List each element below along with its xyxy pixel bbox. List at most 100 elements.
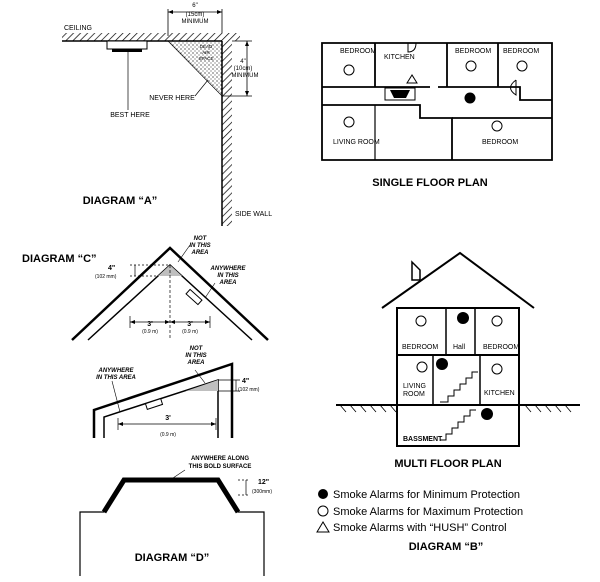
legend-max-label: Smoke Alarms for Maximum Protection (333, 506, 523, 518)
lower-stairs (440, 409, 476, 441)
c-not-2-a: NOT (190, 346, 204, 352)
dead-air-1: DEAD (200, 44, 213, 49)
c-not-2-c: AREA (186, 360, 204, 366)
dim-side-2: (10cm) (234, 66, 253, 72)
ceiling-label: CEILING (64, 25, 92, 32)
mf-alarm-max-3 (416, 361, 428, 373)
smoke-alarm-base (112, 49, 142, 52)
c-any-2-b: IN THIS AREA (96, 375, 136, 381)
mf-room-bedroom-1: BEDROOM (402, 344, 438, 351)
sf-alarm-max-2 (465, 60, 477, 72)
slope-shaded-zone (186, 380, 218, 391)
d-anywhere-b: THIS BOLD SURFACE (189, 464, 252, 470)
upper-stairs (440, 371, 478, 403)
diagram-c: DIAGRAM “C” 4" (102 mm) NOT IN THIS AREA… (22, 236, 269, 438)
c-dim4-2-a: 4" (242, 378, 249, 385)
c-any-1-b: IN THIS (217, 273, 238, 279)
mf-room-bedroom-2: BEDROOM (483, 344, 519, 351)
c-dim3-r-b: (0.9 m) (182, 329, 198, 335)
c-not-1-b: IN THIS (189, 243, 210, 249)
sf-alarm-max-3 (516, 60, 528, 72)
d-bold-surface (101, 477, 241, 514)
sf-room-living: LIVING ROOM (333, 139, 380, 146)
sf-alarm-max-5 (491, 120, 503, 132)
legend-hush-icon (316, 521, 330, 533)
mf-alarm-min-3 (481, 408, 493, 420)
sf-alarm-hush (406, 74, 418, 84)
sf-alarm-max-4 (343, 116, 355, 128)
single-floor-plan: BEDROOM KITCHEN BEDROOM BEDROOM LIVING R… (321, 42, 553, 189)
dead-air-2: AIR (202, 50, 210, 55)
mf-alarm-min-2 (436, 358, 448, 370)
d-dim-b: (300mm) (252, 489, 272, 495)
peak-roof-outer (71, 246, 269, 341)
diagram-d: 12" (300mm) ANYWHERE ALONG THIS BOLD SUR… (79, 456, 272, 576)
mf-alarm-max-4 (491, 363, 503, 375)
legend: Smoke Alarms for Minimum Protection Smok… (316, 489, 523, 553)
c-not-2-b: IN THIS (185, 353, 206, 359)
dim-top-1: 6" (192, 3, 197, 9)
smoke-alarm-ceiling (106, 40, 148, 50)
diagram-d-title: DIAGRAM “D” (135, 552, 210, 564)
c-alarm-1 (185, 288, 203, 306)
sf-alarm-min (464, 92, 476, 104)
mf-alarm-max-2 (491, 315, 503, 327)
mf-room-hall: Hall (453, 344, 466, 351)
ceiling-hatch (62, 33, 240, 41)
dim-top-3: MINIMUM (182, 19, 209, 25)
multi-floor-title: MULTI FLOOR PLAN (394, 458, 501, 470)
legend-min-icon (318, 489, 328, 499)
chimney (411, 260, 421, 281)
slope-outer (92, 362, 234, 438)
dead-air-3: SPACE (199, 56, 214, 61)
sf-room-bedroom-4: BEDROOM (482, 139, 518, 146)
mf-room-living-a: LIVING (403, 383, 426, 390)
diagram-b-title: DIAGRAM “B” (409, 541, 484, 553)
c-not-1-a: NOT (194, 236, 208, 242)
c-any-1-a: ANYWHERE (209, 266, 246, 272)
c-dim3-b-b: (0.9 m) (160, 432, 176, 438)
house-body (396, 307, 520, 447)
mf-room-basement: BASSMENT (403, 436, 443, 443)
legend-hush-label: Smoke Alarms with “HUSH” Control (333, 522, 507, 534)
mf-alarm-max-1 (415, 315, 427, 327)
c-dim4-1-a: 4" (108, 265, 115, 272)
c-alarm-2 (144, 398, 164, 410)
ground-hatch (339, 404, 572, 413)
single-floor-title: SINGLE FLOOR PLAN (372, 177, 488, 189)
dim-side-3: MINIMUM (232, 73, 259, 79)
c-any-2-a: ANYWHERE (97, 368, 134, 374)
multi-floor-plan: BEDROOM Hall BEDROOM LIVING ROOM KITCHEN… (336, 251, 580, 470)
c-dim3-l-a: 3' (147, 321, 153, 328)
best-here-label: BEST HERE (110, 112, 150, 119)
c-dim4-2-b: (102 mm) (238, 387, 260, 393)
c-not-1-c: AREA (190, 250, 208, 256)
diagram-a-title: DIAGRAM “A” (83, 195, 158, 207)
mf-alarm-min-1 (457, 312, 469, 324)
wall-hatch (222, 41, 232, 226)
c-any-1-c: AREA (218, 280, 236, 286)
side-wall-label: SIDE WALL (235, 211, 272, 218)
dim-side-1: 4" (240, 59, 245, 65)
d-dim-a: 12" (258, 479, 269, 486)
sf-room-kitchen: KITCHEN (384, 54, 415, 61)
roof (381, 251, 535, 309)
never-here-label: NEVER HERE (149, 95, 195, 102)
d-anywhere-a: ANYWHERE ALONG (191, 456, 249, 462)
sf-room-bedroom-2: BEDROOM (455, 48, 491, 55)
sf-room-bedroom-3: BEDROOM (503, 48, 539, 55)
dead-air-zone (167, 40, 223, 97)
mf-room-living-b: ROOM (403, 391, 425, 398)
sf-room-bedroom-1: BEDROOM (340, 48, 376, 55)
legend-max-icon (317, 505, 329, 517)
legend-min-label: Smoke Alarms for Minimum Protection (333, 489, 520, 501)
diagram-a: 6" (15cm) MINIMUM 4" (10cm) MINIMUM CEIL… (62, 3, 272, 226)
c-dim3-b-a: 3' (165, 415, 171, 422)
dim-top-2: (15cm) (186, 12, 205, 18)
diagram-c-title: DIAGRAM “C” (22, 253, 97, 265)
c-dim3-r-a: 3' (187, 321, 193, 328)
c-dim4-1-b: (102 mm) (95, 274, 117, 280)
sf-alarm-max-1 (343, 64, 355, 76)
